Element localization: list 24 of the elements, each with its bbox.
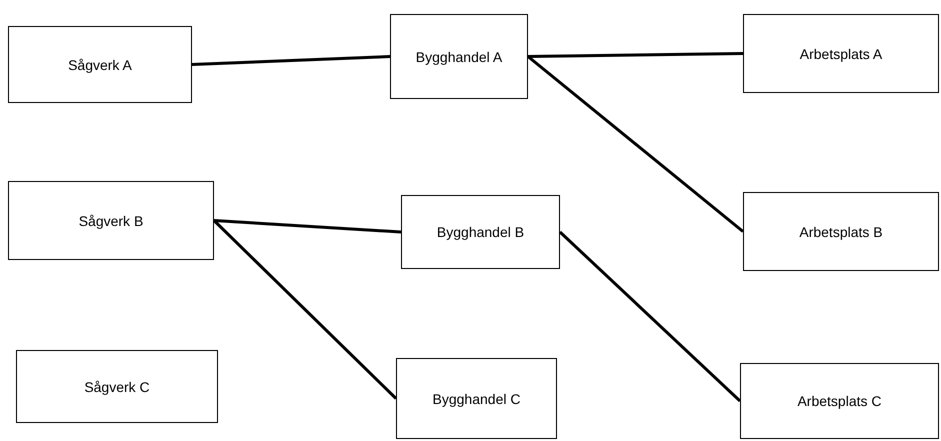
box-label: Bygghandel A — [416, 48, 502, 64]
process-box — [743, 192, 939, 271]
box-label: Bygghandel B — [436, 224, 524, 240]
process-box — [390, 14, 528, 99]
process-box — [401, 195, 560, 269]
process-box — [740, 363, 939, 439]
connector-line — [212, 219, 398, 400]
connector-line — [214, 219, 402, 234]
process-box — [396, 358, 557, 439]
box-label: Arbetsplats A — [800, 46, 882, 62]
box-label: Arbetsplats C — [797, 393, 882, 409]
box-label: Sågverk B — [78, 212, 144, 228]
process-box — [8, 26, 192, 103]
connector-line — [528, 52, 744, 58]
box-label: Sågverk A — [68, 56, 132, 72]
process-box — [743, 14, 939, 93]
process-box — [8, 181, 214, 260]
box-label: Arbetsplats B — [799, 224, 883, 240]
connector-line — [527, 55, 744, 233]
box-label: Bygghandel C — [432, 390, 520, 406]
connector-line — [558, 230, 742, 402]
box-label: Sågverk C — [84, 378, 150, 394]
process-box — [16, 350, 218, 423]
connector-line — [192, 55, 390, 66]
